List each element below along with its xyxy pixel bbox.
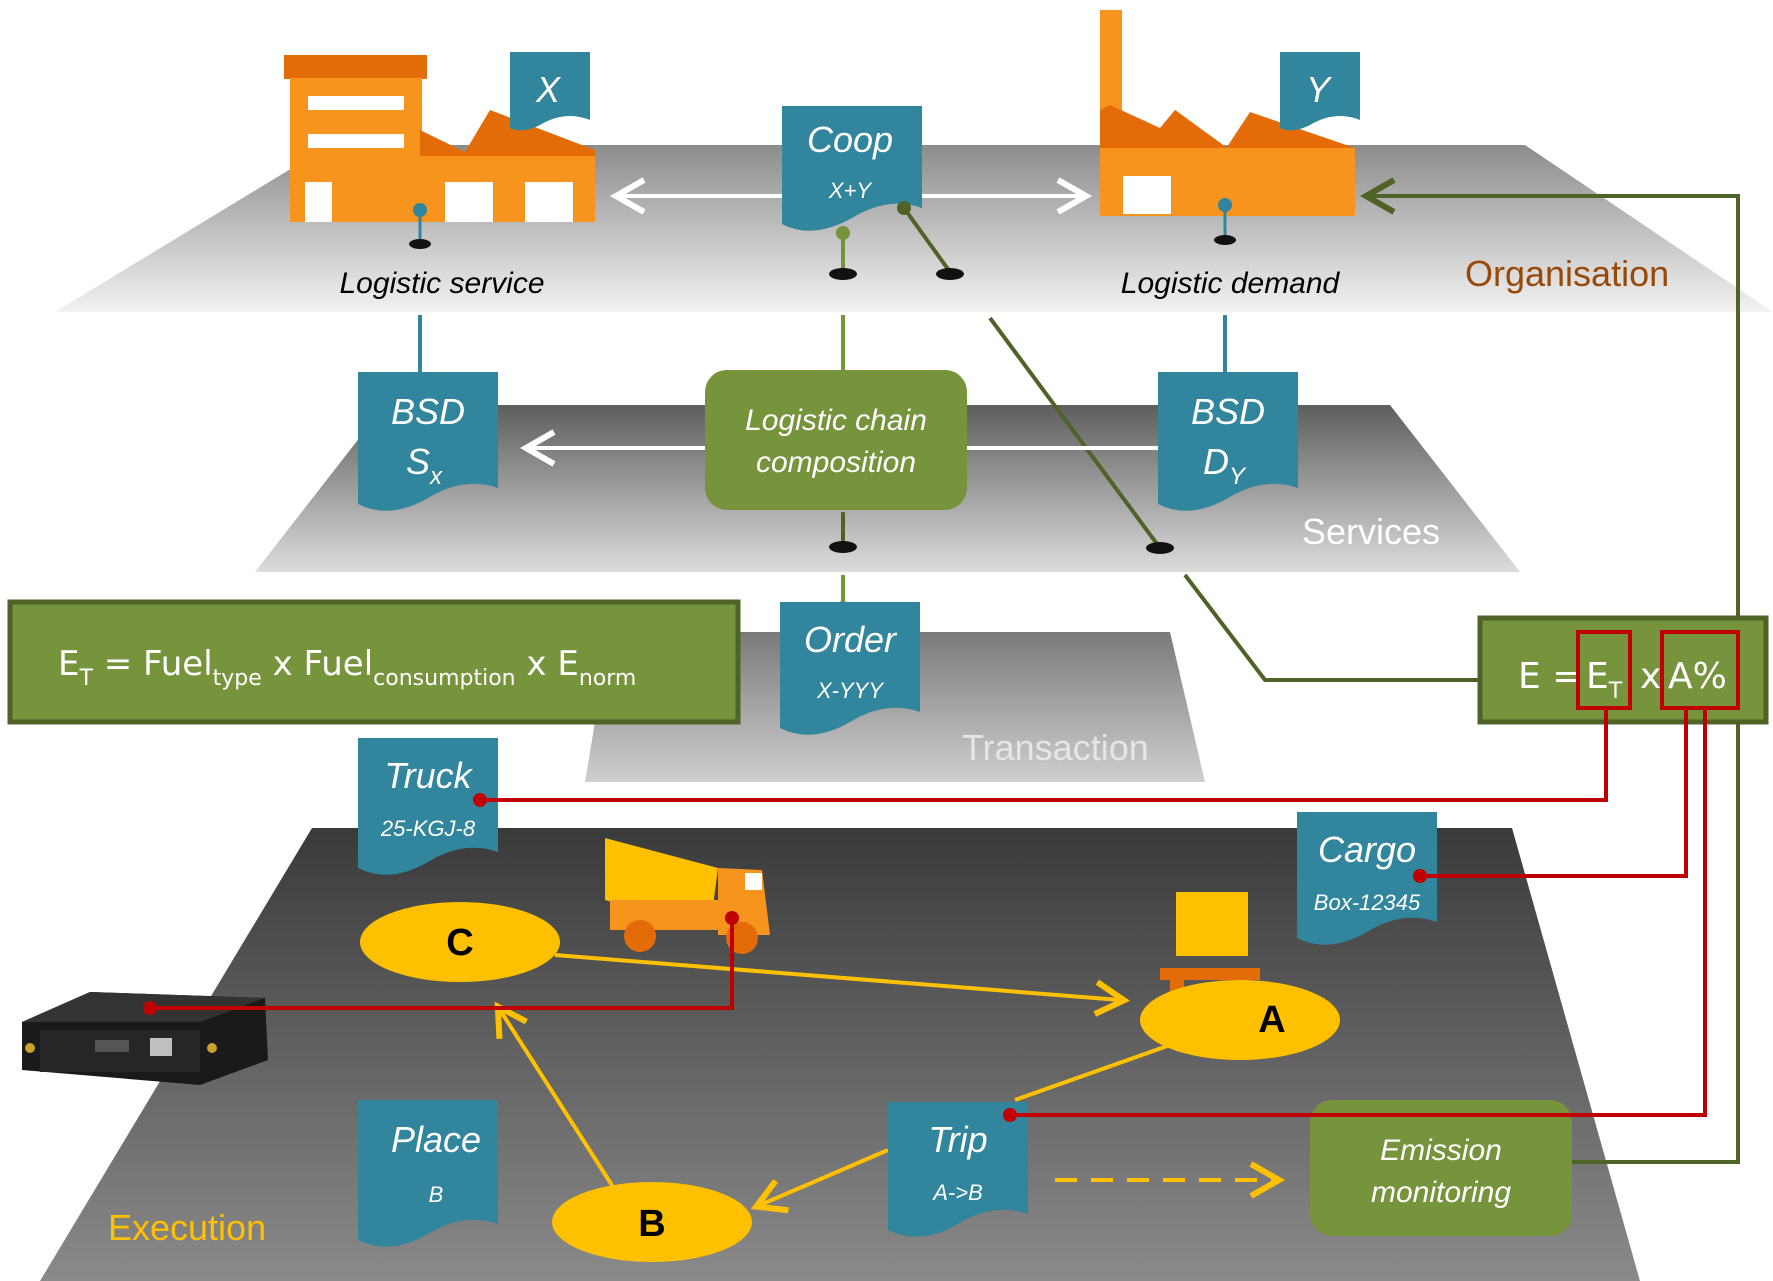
emission-monitoring-box: Emission monitoring — [1310, 1100, 1572, 1236]
svg-text:B: B — [638, 1203, 665, 1245]
svg-text:25-KGJ-8: 25-KGJ-8 — [380, 816, 476, 841]
cargo-box-icon — [1160, 892, 1260, 994]
cargo-to-a-percent-line — [1420, 708, 1688, 878]
svg-text:composition: composition — [756, 446, 916, 479]
svg-text:X-YYY: X-YYY — [816, 678, 884, 703]
layer-label-execution: Execution — [108, 1207, 266, 1248]
svg-text:ET: ET — [1586, 656, 1623, 704]
logistic-demand-building-icon — [1100, 10, 1355, 216]
svg-text:X+Y: X+Y — [828, 178, 873, 203]
node-a: A — [1140, 980, 1340, 1060]
logistic-service-label: Logistic service — [339, 267, 544, 300]
svg-text:ET = Fueltype x Fuelconsumptio: ET = Fueltype x Fuelconsumption x Enorm — [58, 644, 636, 691]
svg-text:Place: Place — [391, 1119, 481, 1160]
layer-label-transaction: Transaction — [962, 727, 1149, 768]
svg-text:B: B — [429, 1182, 444, 1207]
order-document: Order X-YYY — [780, 602, 920, 735]
layer-label-services: Services — [1302, 511, 1440, 552]
node-b: B — [552, 1182, 752, 1262]
svg-text:BSD: BSD — [391, 391, 465, 432]
svg-text:Order: Order — [804, 619, 898, 660]
logistic-chain-composition-box: Logistic chain composition — [705, 370, 967, 510]
logistic-demand-label: Logistic demand — [1121, 267, 1341, 300]
svg-text:Coop: Coop — [807, 119, 893, 160]
cargo-document: Cargo Box-12345 — [1297, 812, 1437, 945]
svg-text:BSD: BSD — [1191, 391, 1265, 432]
x-tag: X — [510, 52, 590, 131]
svg-text:Emission: Emission — [1380, 1134, 1502, 1167]
svg-text:Y: Y — [1306, 69, 1333, 110]
node-c: C — [360, 902, 560, 982]
fuel-emission-formula-box: ET = Fueltype x Fuelconsumption x Enorm — [7, 599, 741, 725]
svg-text:monitoring: monitoring — [1371, 1176, 1511, 1209]
svg-text:Box-12345: Box-12345 — [1314, 890, 1421, 915]
route-c-to-a — [554, 953, 1131, 1017]
y-tag: Y — [1280, 52, 1360, 131]
tracker-to-truck-line — [150, 918, 734, 1010]
svg-text:A%: A% — [1668, 656, 1727, 697]
a-percent-highlight — [1660, 630, 1740, 710]
svg-text:Sx: Sx — [406, 441, 443, 490]
svg-text:X: X — [535, 69, 562, 110]
svg-text:x: x — [1640, 656, 1661, 697]
coop-document: Coop X+Y — [782, 106, 922, 231]
svg-text:A->B: A->B — [931, 1180, 983, 1205]
svg-text:C: C — [446, 922, 473, 964]
trip-document: Trip A->B — [888, 1102, 1028, 1237]
place-document: Place B — [358, 1100, 498, 1247]
svg-text:Cargo: Cargo — [1318, 829, 1416, 870]
route-a-to-trip — [1014, 1043, 1171, 1102]
bsd-dy-document: BSD DY — [1158, 372, 1298, 511]
trip-to-a-percent-line — [1010, 708, 1707, 1117]
svg-text:DY: DY — [1203, 441, 1247, 490]
bsd-sx-document: BSD Sx — [358, 372, 498, 511]
svg-text:Logistic chain: Logistic chain — [745, 404, 927, 437]
truck-document: Truck 25-KGJ-8 — [358, 738, 498, 875]
svg-text:A: A — [1258, 999, 1285, 1041]
svg-text:Trip: Trip — [928, 1119, 987, 1160]
logistic-service-building-icon — [284, 55, 595, 222]
coop-to-formula-line — [988, 316, 1162, 550]
route-b-to-c — [494, 1001, 617, 1192]
route-trip-to-b — [750, 1148, 889, 1214]
emission-to-formula-line — [1560, 722, 1740, 1164]
truck-to-et-line — [480, 708, 1608, 802]
layer-label-organisation: Organisation — [1465, 253, 1669, 294]
svg-text:E =: E = — [1518, 656, 1582, 697]
emission-formula-box: E = ET x A% — [1477, 615, 1769, 725]
formula-to-demand-arrow — [1359, 177, 1740, 618]
svg-text:Truck: Truck — [384, 755, 473, 796]
